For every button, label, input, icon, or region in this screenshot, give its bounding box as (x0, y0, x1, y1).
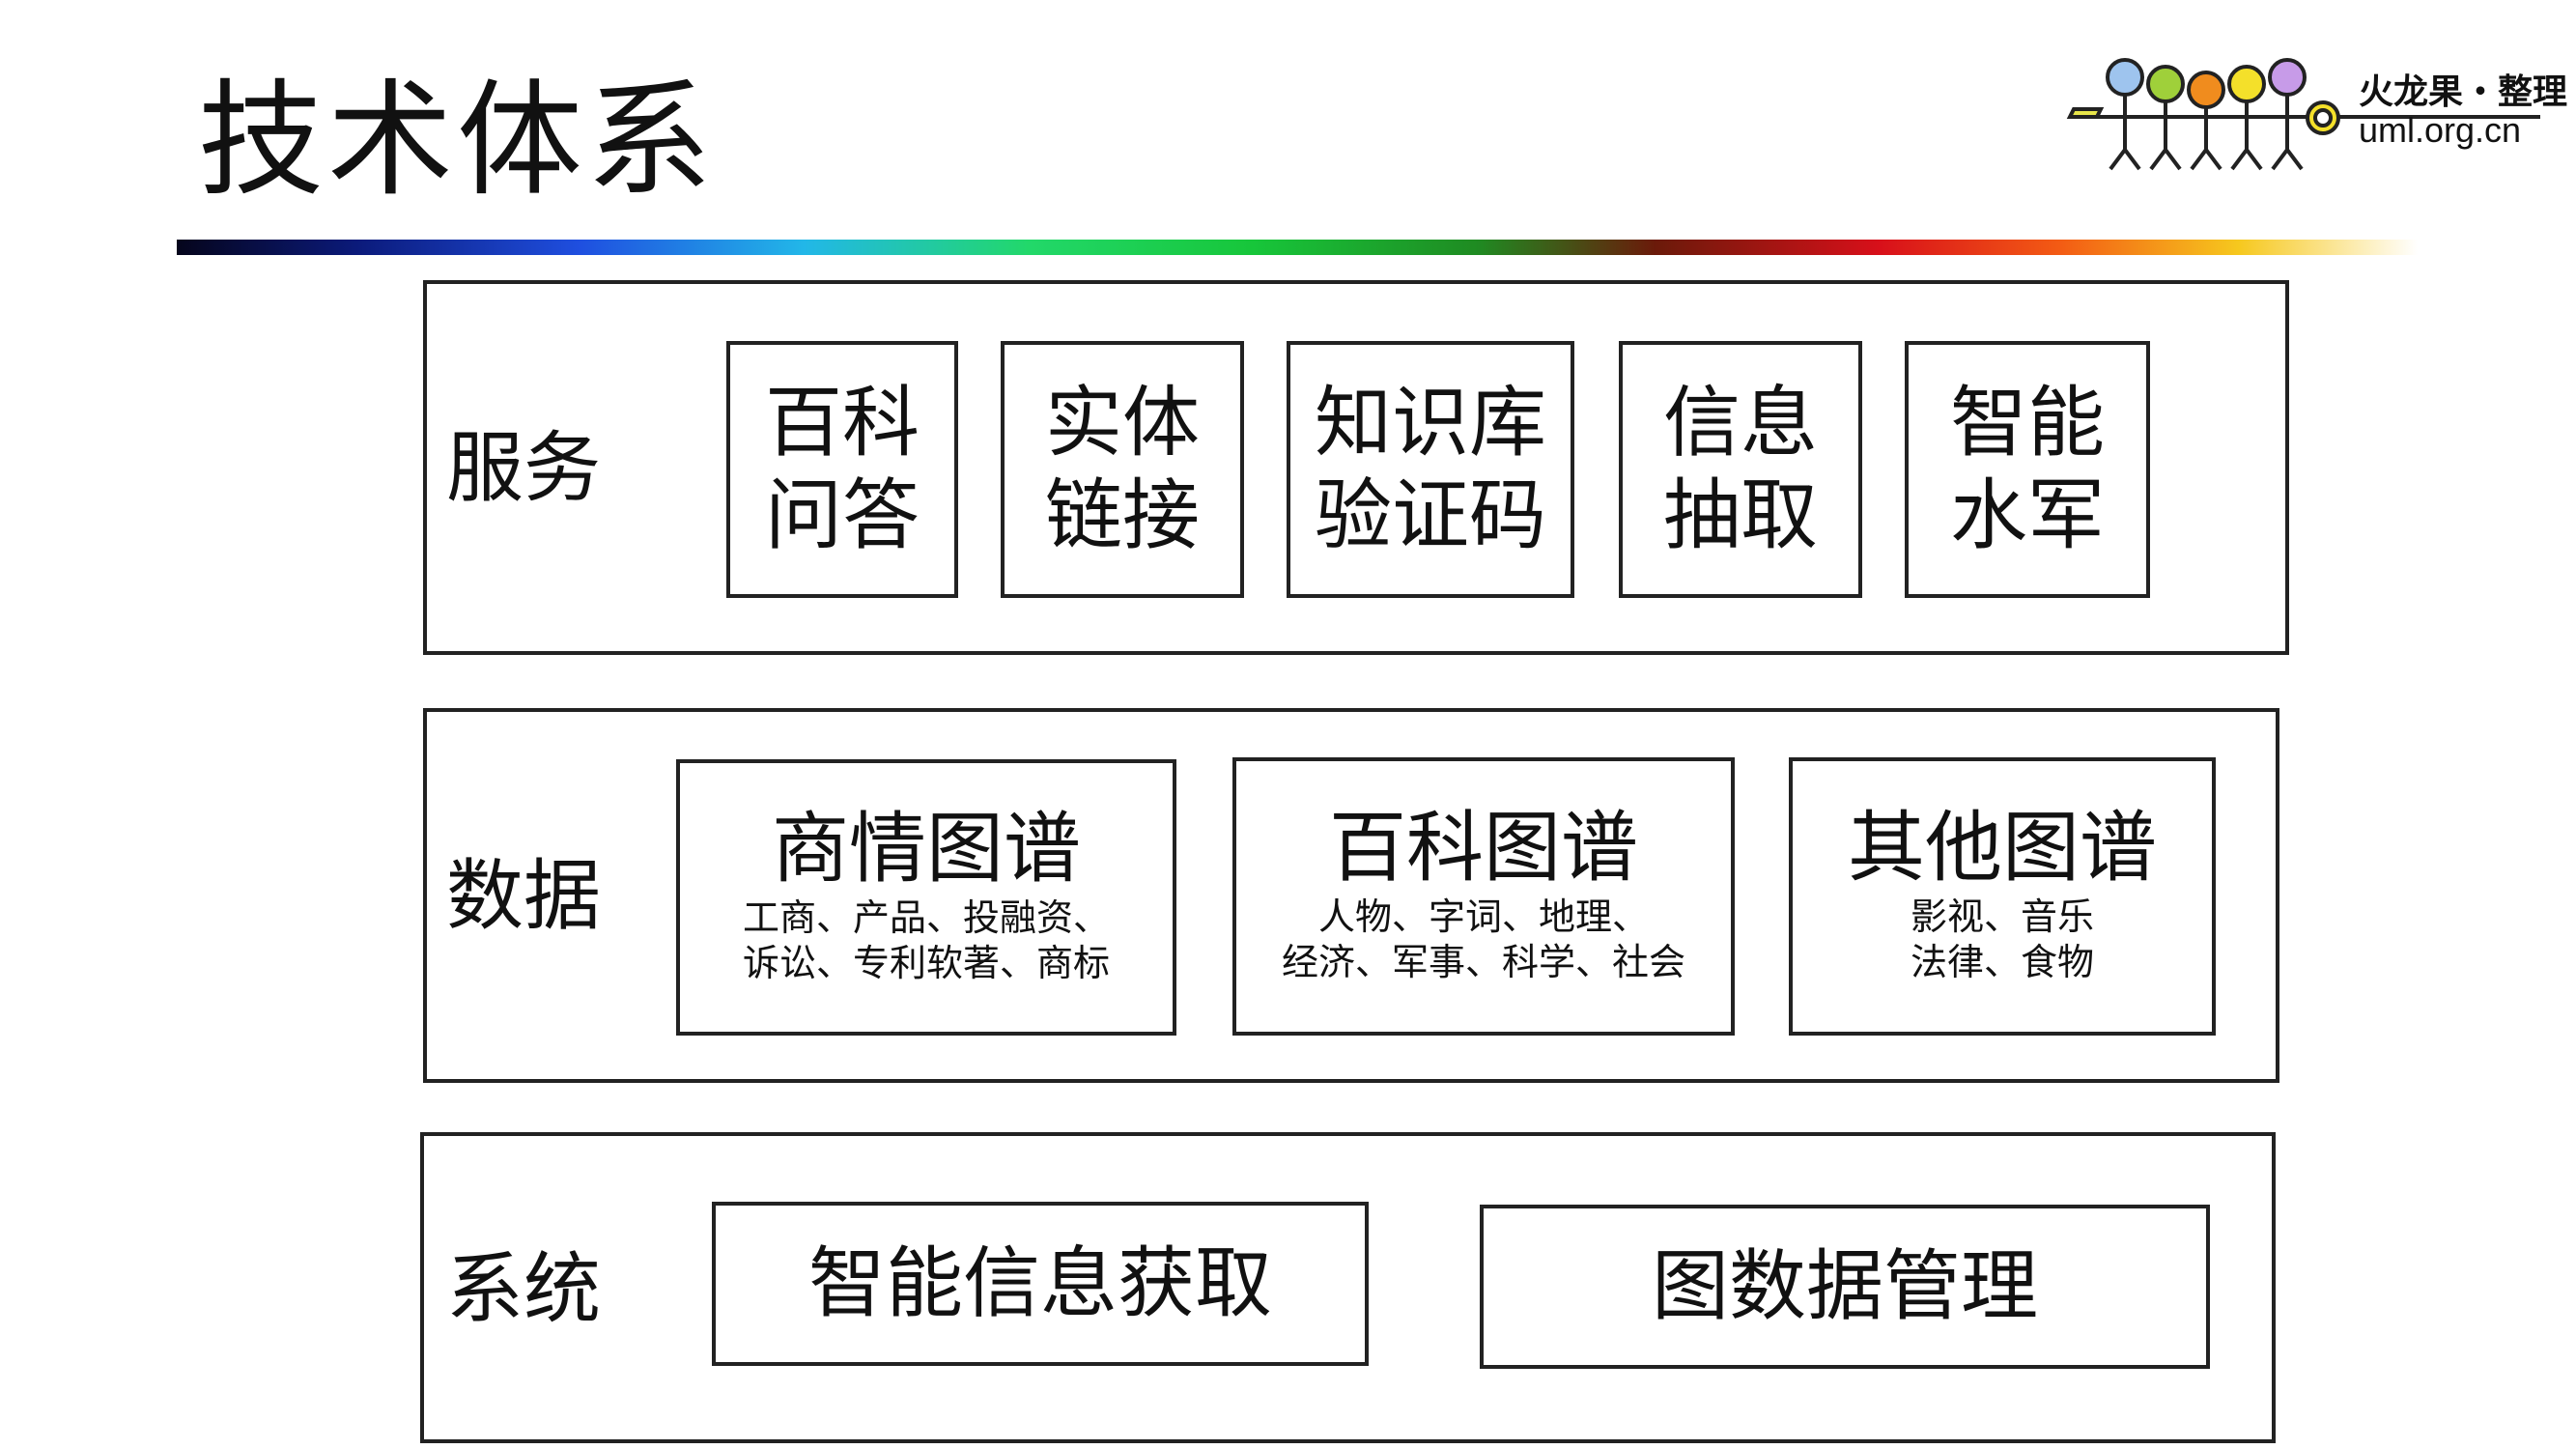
kg-title: 百科图谱 (1329, 802, 1638, 893)
service-box-entity-linking: 实体 链接 (1001, 341, 1244, 598)
service-item-label: 智能 水军 (1950, 378, 2105, 560)
service-layer-label: 服务 (446, 423, 601, 513)
service-box-info-extraction: 信息 抽取 (1619, 341, 1862, 598)
kg-title: 其他图谱 (1848, 802, 2157, 893)
service-box-baike-qa: 百科 问答 (726, 341, 958, 598)
system-box-info-acquisition: 智能信息获取 (712, 1202, 1369, 1366)
rainbow-divider (177, 240, 2418, 255)
page-title: 技术体系 (198, 67, 717, 213)
data-box-business-kg: 商情图谱 工商、产品、投融资、 诉讼、专利软著、商标 (676, 759, 1176, 1036)
system-item-label: 图数据管理 (1652, 1241, 2038, 1331)
service-item-label: 百科 问答 (765, 378, 920, 560)
data-box-other-kg: 其他图谱 影视、音乐 法律、食物 (1789, 757, 2216, 1036)
system-box-graph-data-management: 图数据管理 (1480, 1205, 2210, 1369)
logo-url: uml.org.cn (2359, 110, 2522, 150)
service-box-smart-bot: 智能 水军 (1905, 341, 2150, 598)
kg-description: 工商、产品、投融资、 诉讼、专利软著、商标 (742, 895, 1110, 985)
service-box-kb-captcha: 知识库 验证码 (1287, 341, 1574, 598)
data-box-encyclopedia-kg: 百科图谱 人物、字词、地理、 经济、军事、科学、社会 (1232, 757, 1735, 1036)
logo-stick-figures (2066, 58, 2540, 171)
service-item-label: 实体 链接 (1045, 378, 1200, 560)
system-layer-label: 系统 (446, 1244, 601, 1334)
kg-description: 人物、字词、地理、 经济、军事、科学、社会 (1281, 895, 1685, 984)
kg-title: 商情图谱 (772, 803, 1081, 894)
service-item-label: 知识库 验证码 (1315, 378, 1546, 560)
data-layer-label: 数据 (446, 851, 601, 941)
logo-title: 火龙果・整理 (2359, 72, 2568, 112)
service-item-label: 信息 抽取 (1663, 378, 1818, 560)
kg-description: 影视、音乐 法律、食物 (1910, 895, 2094, 984)
system-item-label: 智能信息获取 (808, 1238, 1272, 1328)
